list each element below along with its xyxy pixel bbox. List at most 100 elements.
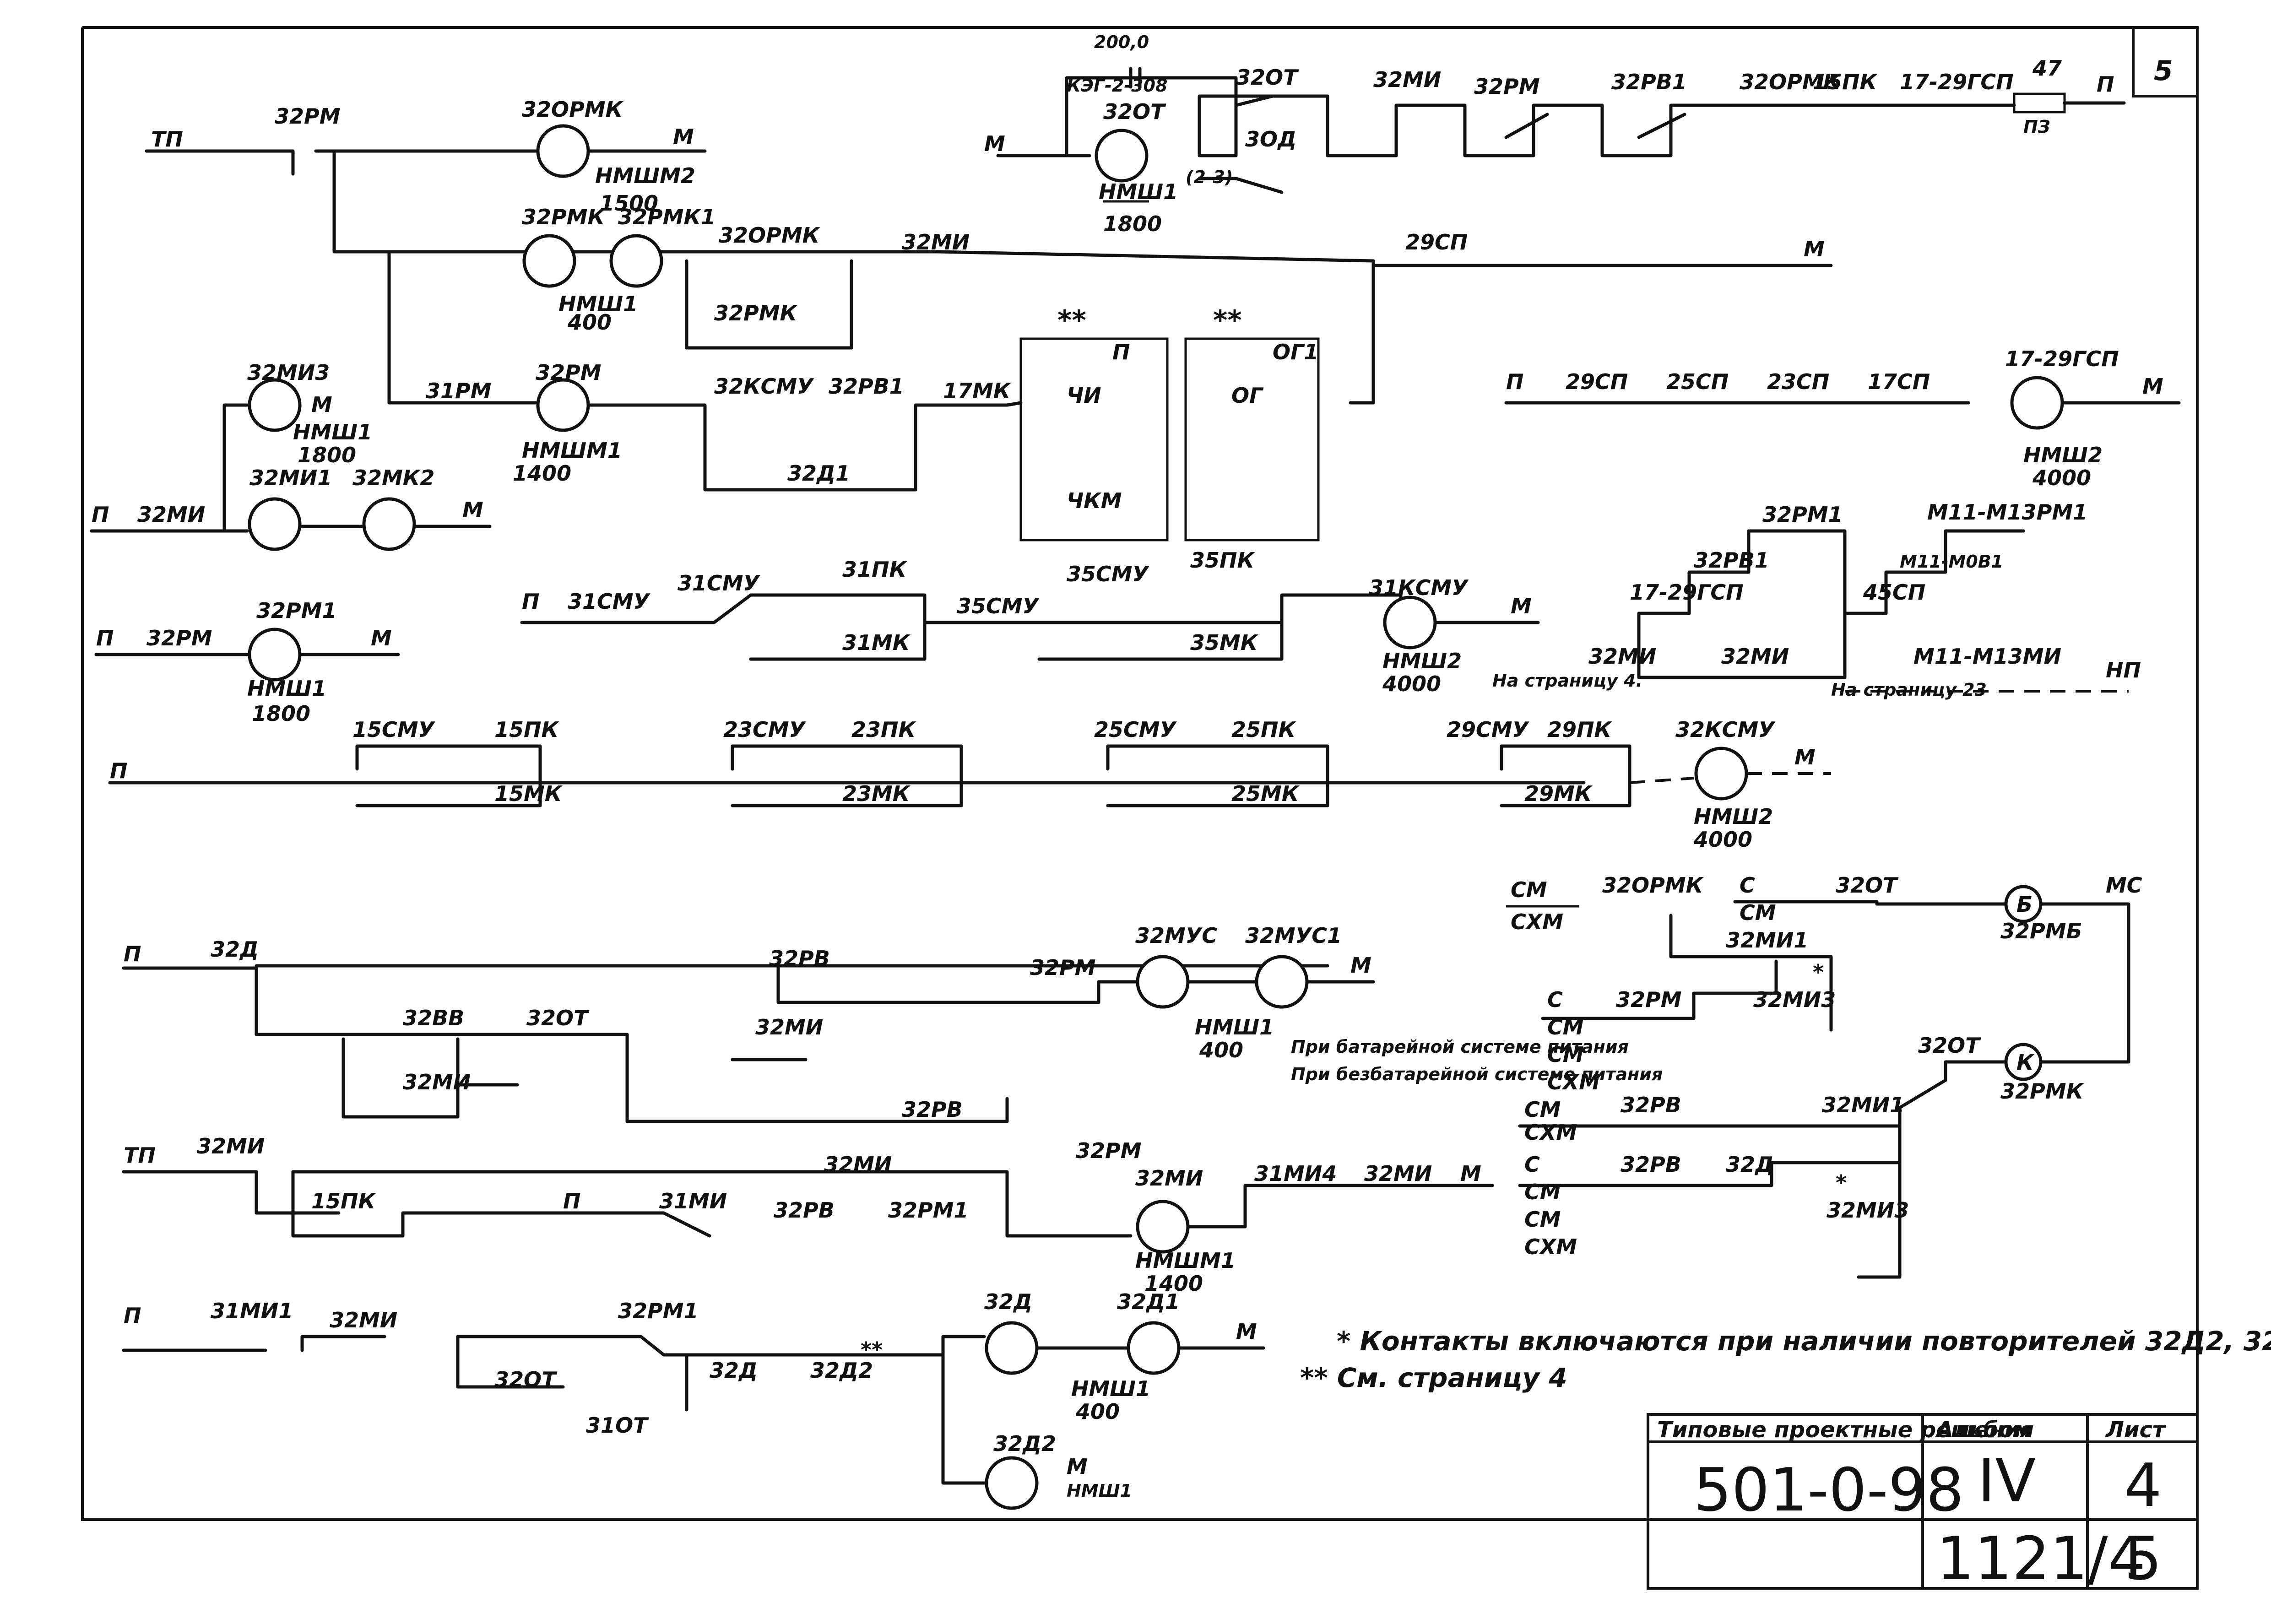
label-25smu: 25СМУ — [1094, 717, 1177, 742]
label-m-7: М — [371, 626, 392, 650]
label-sm-4: СМ — [1547, 1042, 1584, 1067]
label-32mi3-3: 32МИ3 — [1827, 1198, 1909, 1223]
label-32mi-2: 32МИ — [902, 230, 970, 254]
label-32rmk-2: 32РМК — [714, 301, 798, 325]
label-stars-2: ** — [1213, 304, 1242, 336]
label-m-11: М — [1236, 1319, 1257, 1344]
label-1800: 1800 — [1103, 211, 1162, 236]
label-3-32mi: 32МИ — [1588, 644, 1656, 669]
label-32mi1-3: 32МИ1 — [1822, 1093, 1904, 1117]
label-32rm1-4: 32РМ1 — [618, 1299, 699, 1323]
relay-coil-gsp — [2010, 376, 2064, 430]
label-32rm1: 32РМ1 — [1762, 502, 1843, 527]
label-32mi-4: 32МИ — [1721, 644, 1789, 669]
relay-coil-32rmk — [522, 234, 576, 288]
label-chkm: ЧКМ — [1067, 488, 1122, 513]
label-nmsh1: НМШ1 — [1099, 179, 1178, 204]
label-32ot: 32ОТ — [1103, 99, 1166, 124]
label-29pk: 29ПК — [1547, 717, 1613, 742]
sheet-value: 4 — [2124, 1451, 2162, 1520]
label-32rm1-3: 32РМ1 — [888, 1198, 969, 1223]
label-sxm-3: СХМ — [1524, 1120, 1577, 1145]
label-35smu-2: 35СМУ — [1067, 562, 1150, 586]
label-cap: 200,0 — [1094, 32, 1149, 52]
label-nmsh1-2: НМШ1 — [558, 292, 638, 316]
label-32mi1: 32МИ1 — [249, 466, 332, 490]
label-sxm-4: СХМ — [1524, 1234, 1577, 1259]
label-400: 400 — [567, 310, 612, 335]
power-note-battery: При батарейной системе питания — [1291, 1037, 1629, 1057]
label-29mk: 29МК — [1524, 781, 1593, 806]
label-og: ОГ — [1231, 383, 1264, 408]
label-32rv-4: 32РВ — [1621, 1093, 1681, 1117]
label-nmsh1-5: НМШ1 — [1195, 1015, 1274, 1039]
project-number: 501-0-98 — [1694, 1455, 1964, 1525]
label-15pk-3: 15ПК — [311, 1189, 377, 1213]
label-32d: 32Д — [211, 937, 259, 962]
label-23mk: 23МК — [842, 781, 911, 806]
relay-coil-32ot — [1095, 129, 1149, 183]
label-4000: 4000 — [2032, 466, 2091, 490]
album-header: Альбом — [1935, 1417, 2032, 1443]
label-m-9: М — [1350, 953, 1371, 978]
label-31pk: 31ПК — [842, 557, 908, 582]
label-32mus: 32МУС — [1135, 923, 1217, 948]
label-15pk-2: 15ПК — [494, 717, 560, 742]
label-m-2: М — [1804, 237, 1825, 261]
label-m: М — [984, 131, 1005, 156]
label-32mi-11: 32МИ — [330, 1308, 397, 1332]
label-sxm-2: СХМ — [1547, 1070, 1600, 1094]
label-32mi3-2: 32МИ3 — [1753, 987, 1836, 1012]
label-sm-7: СМ — [1524, 1207, 1561, 1232]
label-32rm: 32РМ — [1474, 74, 1540, 99]
label-p-7: П — [124, 942, 141, 966]
label-box-p: П — [1112, 340, 1130, 364]
label-32ot-2: 32ОТ — [526, 1006, 590, 1030]
label-32rmk: 32РМК — [522, 205, 606, 229]
label-tp-2: ТП — [124, 1143, 156, 1168]
label-stars-3: ** — [861, 1337, 883, 1362]
label-17sp: 17СП — [1868, 369, 1930, 394]
label-32rm-top: 32РМ — [275, 104, 341, 129]
label-m-6: М — [1511, 594, 1532, 618]
circuit-top-left: ТП 32РМ 32ОРМК М НМШМ2 1500 32РМК 32РМК1… — [145, 97, 1833, 405]
circuit-31smu-row: П 31СМУ 31СМУ 31ПК 31МК 35СМУ 35СМУ 35ПК… — [520, 548, 1540, 696]
label-to-page4: На страницу 4. — [1492, 671, 1642, 691]
label-32d2: 32Д2 — [810, 1358, 873, 1383]
label-32mi3: 32МИ3 — [247, 360, 330, 385]
label-32d2-2: 32Д2 — [993, 1431, 1056, 1456]
label-32rmk-3: 32РМК — [2000, 1079, 2085, 1104]
title-block: Типовые проектные решения Альбом Лист 50… — [1647, 1413, 2199, 1593]
label-32mi1-2: 32МИ1 — [1726, 928, 1808, 953]
label-32ormk-2: 32ОРМК — [719, 223, 821, 248]
label-4000-3: 4000 — [1693, 827, 1752, 852]
label-31mi: 31МИ — [659, 1189, 727, 1213]
relay-coil-32d1 — [1127, 1321, 1181, 1375]
label-1400: 1400 — [513, 461, 571, 486]
label-star-2: * — [1836, 1170, 1847, 1195]
label-pz: ПЗ — [2023, 117, 2050, 137]
label-m11-m13rm1: М11-М13РМ1 — [1927, 500, 2087, 525]
label-sxm: СХМ — [1511, 909, 1563, 934]
label-nmsh1-6: НМШ1 — [1071, 1376, 1150, 1401]
label-32rv1: 32РВ1 — [1611, 70, 1687, 94]
circuit-32rm1: П 32РМ 32РМ1 М НМШ1 1800 — [94, 598, 400, 726]
label-31mk: 31МК — [842, 630, 911, 655]
box-og — [1184, 337, 1320, 541]
label-32mi-9: 32МИ — [1135, 1166, 1203, 1191]
label-s-2: С — [1547, 987, 1563, 1012]
label-32d1-2: 32Д1 — [1117, 1289, 1180, 1314]
label-p-9: П — [124, 1303, 141, 1328]
label-32ormk: 32ОРМК — [1740, 70, 1842, 94]
label-b: Б — [2016, 892, 2033, 917]
circuit-bottom-left: П 31МИ1 32МИ 32РМ1 32ОТ 31ОТ 32Д 32Д2 **… — [122, 1289, 1265, 1510]
label-17-29gsp-2: 17-29ГСП — [2005, 346, 2119, 371]
label-kzg: КЭГ-2-308 — [1067, 76, 1167, 96]
label-star-1: * — [1813, 960, 1824, 985]
label-32mi: 32МИ — [1373, 67, 1441, 92]
label-1400-2: 1400 — [1144, 1271, 1203, 1296]
label-29smu: 29СМУ — [1447, 717, 1530, 742]
label-k: К — [2016, 1050, 2035, 1075]
label-17mk: 17МК — [943, 379, 1012, 403]
label-23smu: 23СМУ — [723, 717, 807, 742]
